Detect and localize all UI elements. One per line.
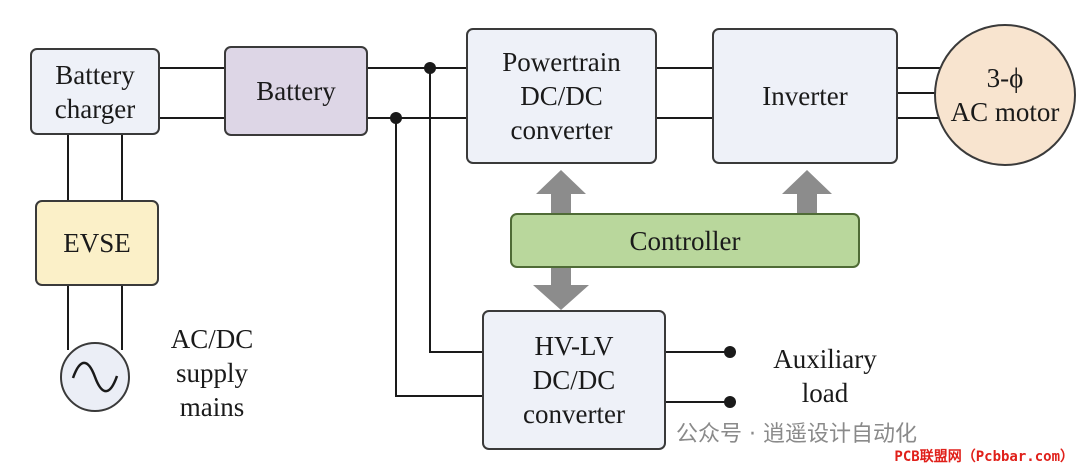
tap-positive-to-hvlv: [429, 68, 482, 353]
arrow-controller-powertrain: [536, 170, 586, 213]
junction-dot-positive: [424, 62, 436, 74]
junction-dot-negative: [390, 112, 402, 124]
watermark-site: PCB联盟网（Pcbbar.com）: [894, 449, 1074, 465]
ac-motor-block: 3-ϕ AC motor: [934, 24, 1076, 166]
aux-terminal-bottom: [724, 396, 736, 408]
arrow-controller-hvlv: [533, 268, 589, 310]
ac-sine-icon: [71, 361, 119, 393]
battery-charger-block: Battery charger: [30, 48, 160, 135]
battery-block: Battery: [224, 46, 368, 136]
tap-negative-to-hvlv: [395, 118, 482, 397]
supply-mains-label: AC/DC supply mains: [170, 324, 254, 422]
hvlv-dcdc-converter-block: HV-LV DC/DC converter: [482, 310, 666, 450]
controller-block: Controller: [510, 213, 860, 268]
watermark-channel: 公众号 · 逍遥设计自动化: [676, 422, 917, 447]
evse-block: EVSE: [35, 200, 159, 286]
inverter-block: Inverter: [712, 28, 898, 164]
auxiliary-load-label: Auxiliary load: [773, 344, 877, 408]
arrow-controller-inverter: [782, 170, 832, 213]
aux-terminal-top: [724, 346, 736, 358]
powertrain-dcdc-converter-block: Powertrain DC/DC converter: [466, 28, 657, 164]
